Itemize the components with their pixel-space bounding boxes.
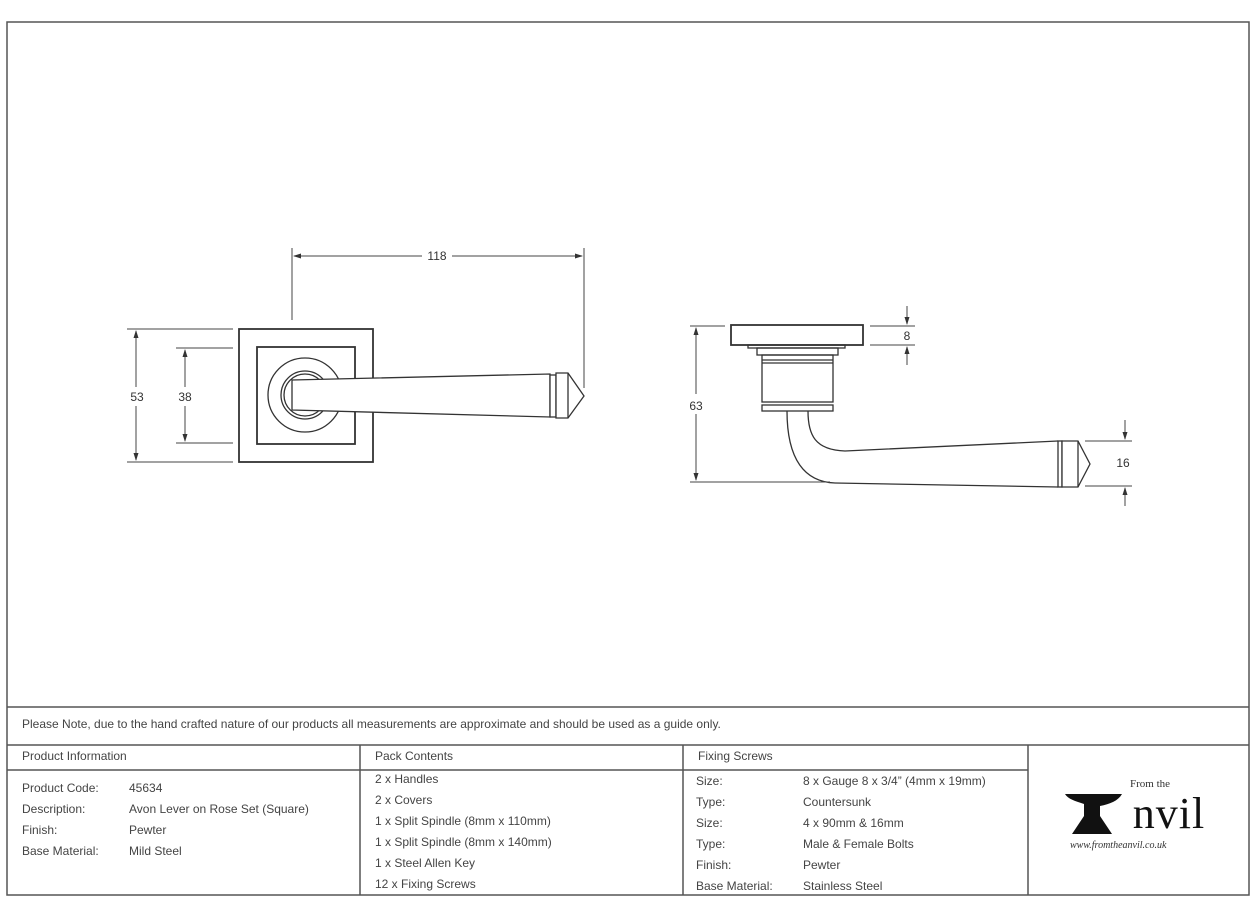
row-value: Avon Lever on Rose Set (Square) (129, 802, 309, 816)
table-row: Finish: Pewter (22, 823, 342, 837)
row-value: Stainless Steel (803, 879, 883, 893)
table-row: Base Material: Stainless Steel (696, 879, 1016, 893)
dimension-8: 8 (904, 329, 911, 343)
front-view-dimensions (127, 248, 585, 463)
row-label: Base Material: (696, 879, 773, 893)
dimension-38: 38 (178, 390, 192, 404)
logo-name-rest: nvil (1132, 789, 1206, 838)
dimension-63: 63 (689, 399, 703, 413)
table-row: Product Code: 45634 (22, 781, 342, 795)
sheet-frame (6, 21, 1250, 896)
list-item: 12 x Fixing Screws (375, 877, 476, 891)
logo-from-text: From the (1130, 778, 1171, 790)
table-row: Description: Avon Lever on Rose Set (Squa… (22, 802, 342, 816)
dimension-16: 16 (1116, 456, 1130, 470)
row-label: Size: (696, 816, 723, 830)
product-information-heading: Product Information (22, 749, 127, 763)
front-view (238, 328, 585, 463)
list-item: 2 x Covers (375, 793, 433, 807)
list-item: 1 x Steel Allen Key (375, 856, 476, 870)
row-label: Type: (696, 795, 726, 809)
table-row: Finish: Pewter (696, 858, 1016, 872)
row-label: Description: (22, 802, 86, 816)
dimension-53: 53 (130, 390, 144, 404)
side-view-dimensions (690, 306, 1132, 506)
row-label: Type: (696, 837, 726, 851)
dimension-118: 118 (427, 249, 446, 263)
logo-name: Anvil (1100, 792, 1205, 836)
row-label: Product Code: (22, 781, 99, 795)
fixing-screws-heading: Fixing Screws (698, 749, 773, 763)
row-label: Finish: (22, 823, 58, 837)
row-value: 45634 (129, 781, 163, 795)
list-item: 1 x Split Spindle (8mm x 110mm) (375, 814, 551, 828)
pack-contents-heading: Pack Contents (375, 749, 454, 763)
list-item: 1 x Split Spindle (8mm x 140mm) (375, 835, 552, 849)
measurement-note: Please Note, due to the hand crafted nat… (22, 717, 721, 731)
row-value: Countersunk (803, 795, 872, 809)
table-row: Type: Countersunk (696, 795, 1016, 809)
row-value: Pewter (803, 858, 841, 872)
anvil-icon (1065, 794, 1122, 834)
row-value: 8 x Gauge 8 x 3/4” (4mm x 19mm) (803, 774, 986, 788)
row-label: Size: (696, 774, 723, 788)
table-row: Size: 8 x Gauge 8 x 3/4” (4mm x 19mm) (696, 774, 1016, 788)
row-label: Finish: (696, 858, 732, 872)
table-row: Type: Male & Female Bolts (696, 837, 1016, 851)
row-value: 4 x 90mm & 16mm (803, 816, 904, 830)
row-value: Pewter (129, 823, 167, 837)
row-value: Mild Steel (129, 844, 182, 858)
row-label: Base Material: (22, 844, 99, 858)
side-view (730, 324, 1091, 488)
logo-url: www.fromtheanvil.co.uk (1070, 840, 1167, 851)
list-item: 2 x Handles (375, 772, 439, 786)
row-value: Male & Female Bolts (803, 837, 914, 851)
table-row: Size: 4 x 90mm & 16mm (696, 816, 1016, 830)
table-row: Base Material: Mild Steel (22, 844, 342, 858)
from-the-anvil-logo: From the Anvil www.fromtheanvil.co.uk (1060, 778, 1220, 868)
